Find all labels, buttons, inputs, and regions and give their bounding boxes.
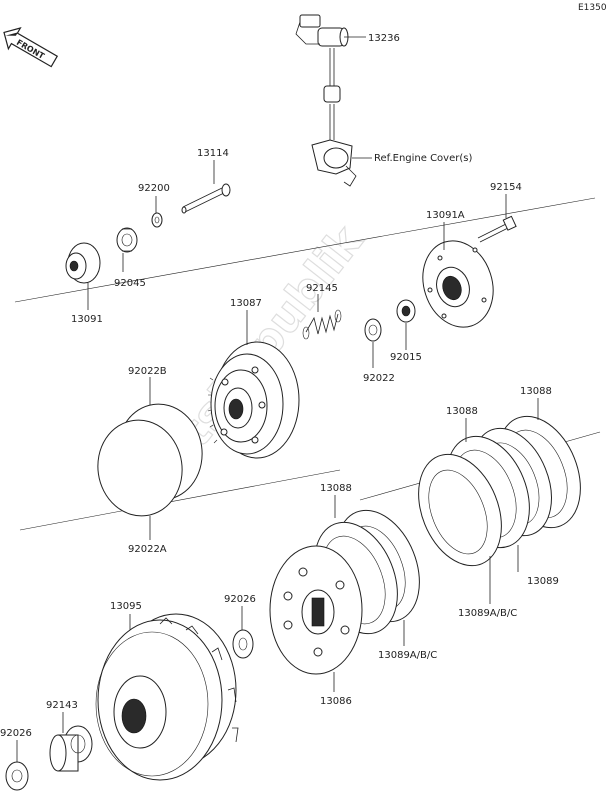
part-label-13089[interactable]: 13089 bbox=[527, 576, 559, 587]
part-label-92045[interactable]: 92045 bbox=[114, 278, 146, 289]
part-label-92022A[interactable]: 92022A bbox=[128, 544, 167, 555]
spring-92145 bbox=[302, 309, 342, 340]
release-shaft-13236 bbox=[295, 14, 357, 187]
part-label-92143[interactable]: 92143 bbox=[46, 700, 78, 711]
part-label-92026-middle[interactable]: 92026 bbox=[224, 594, 256, 605]
clutch-housing-13095 bbox=[95, 613, 239, 781]
part-label-13095[interactable]: 13095 bbox=[110, 601, 142, 612]
washer-92026-bottom bbox=[5, 761, 29, 791]
part-label-92015[interactable]: 92015 bbox=[390, 352, 422, 363]
diagram-code: E1350 bbox=[578, 3, 607, 13]
part-label-92200[interactable]: 92200 bbox=[138, 183, 170, 194]
bolt-92154 bbox=[477, 215, 517, 243]
part-label-13087[interactable]: 13087 bbox=[230, 298, 262, 309]
clutch-hub-13087 bbox=[207, 341, 300, 459]
part-label-92154[interactable]: 92154 bbox=[490, 182, 522, 193]
bearing-92045 bbox=[116, 227, 138, 253]
pressure-plate-13091A bbox=[422, 240, 494, 328]
part-label-13088-left[interactable]: 13088 bbox=[320, 483, 352, 494]
nut-92015 bbox=[396, 299, 416, 323]
part-label-13086[interactable]: 13086 bbox=[320, 696, 352, 707]
washer-92026-middle bbox=[232, 629, 254, 659]
washer-92200 bbox=[151, 212, 163, 228]
part-label-13089ABC-right[interactable]: 13089A/B/C bbox=[458, 608, 517, 619]
clutch-plate-13086 bbox=[269, 545, 363, 675]
part-label-92026-bottom[interactable]: 92026 bbox=[0, 728, 32, 739]
push-rod-13114 bbox=[181, 183, 231, 214]
washer-92022 bbox=[364, 318, 382, 342]
part-label-13089ABC-left[interactable]: 13089A/B/C bbox=[378, 650, 437, 661]
part-label-13088-top-right[interactable]: 13088 bbox=[520, 386, 552, 397]
pusher-13091 bbox=[65, 242, 101, 284]
part-label-13114[interactable]: 13114 bbox=[197, 148, 229, 159]
collar-92143 bbox=[49, 725, 93, 772]
front-arrow-icon: FRONT bbox=[3, 27, 59, 68]
part-label-13088-top[interactable]: 13088 bbox=[446, 406, 478, 417]
part-label-13091[interactable]: 13091 bbox=[71, 314, 103, 325]
ring-92022A bbox=[97, 419, 183, 517]
part-label-92022B[interactable]: 92022B bbox=[128, 366, 167, 377]
part-label-92022[interactable]: 92022 bbox=[363, 373, 395, 384]
ref-engine-cover-note: Ref.Engine Cover(s) bbox=[374, 153, 472, 164]
part-label-92145[interactable]: 92145 bbox=[306, 283, 338, 294]
steel-plate-13089ABC-right bbox=[418, 453, 502, 567]
part-label-13236[interactable]: 13236 bbox=[368, 33, 400, 44]
part-label-13091A[interactable]: 13091A bbox=[426, 210, 465, 221]
